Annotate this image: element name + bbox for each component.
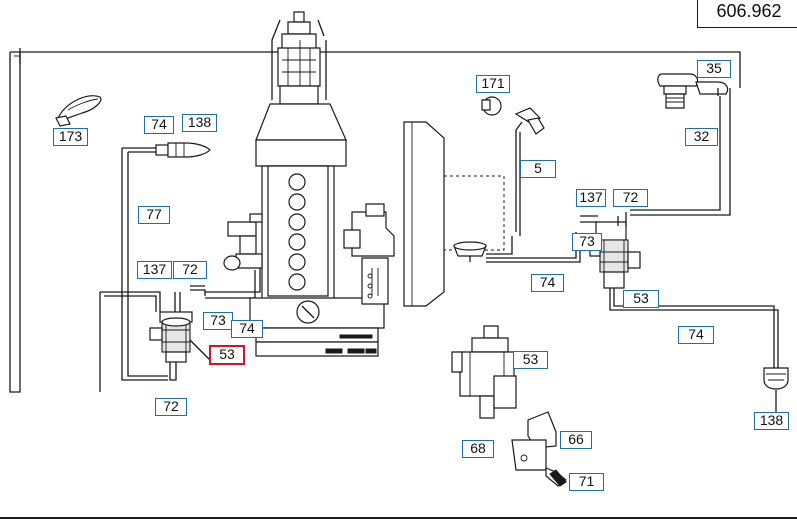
engine-block: [223, 11, 385, 357]
diagram-reference-number: 606.962: [697, 0, 797, 28]
callout-74-a[interactable]: 74: [144, 116, 174, 134]
sensor-171: [481, 96, 545, 236]
callout-137-a[interactable]: 137: [137, 261, 172, 279]
callout-72-b[interactable]: 72: [155, 398, 187, 416]
vacuum-line-left: [121, 142, 211, 381]
switchover-valve-left: [99, 256, 261, 392]
callout-53-b[interactable]: 53: [623, 290, 659, 308]
callout-71[interactable]: 71: [569, 473, 604, 491]
callout-138-a[interactable]: 138: [182, 114, 217, 132]
callout-138-b[interactable]: 138: [754, 412, 789, 430]
cylinder-head-plate: [403, 121, 581, 307]
callout-68[interactable]: 68: [462, 440, 494, 458]
callout-72-a[interactable]: 72: [173, 261, 207, 279]
bracket-66: [511, 411, 567, 487]
solenoid-53: [451, 325, 517, 419]
callout-53-c[interactable]: 53: [513, 351, 548, 369]
filter-35: [657, 73, 729, 109]
callout-72-c[interactable]: 72: [613, 189, 648, 207]
callout-35[interactable]: 35: [697, 60, 731, 78]
callout-66[interactable]: 66: [560, 431, 592, 449]
callout-171[interactable]: 171: [476, 75, 510, 93]
callout-74-c[interactable]: 74: [531, 274, 564, 292]
cable-tie-part: [55, 95, 102, 127]
actuator-center: [343, 203, 395, 305]
switchover-valve-right: [580, 212, 779, 368]
callout-5[interactable]: 5: [520, 160, 556, 178]
callout-73-a[interactable]: 73: [203, 312, 233, 330]
frame-lines: [9, 48, 741, 393]
callout-53-a[interactable]: 53: [209, 345, 245, 365]
bottom-rule: [0, 517, 797, 519]
fitting-138-right: [763, 367, 789, 412]
callout-173[interactable]: 173: [53, 128, 88, 146]
callout-137-b[interactable]: 137: [576, 189, 606, 207]
callout-32[interactable]: 32: [685, 128, 718, 146]
callout-77[interactable]: 77: [138, 206, 170, 224]
callout-74-d[interactable]: 74: [678, 326, 714, 344]
callout-73-b[interactable]: 73: [572, 233, 602, 251]
callout-74-b[interactable]: 74: [231, 320, 263, 338]
